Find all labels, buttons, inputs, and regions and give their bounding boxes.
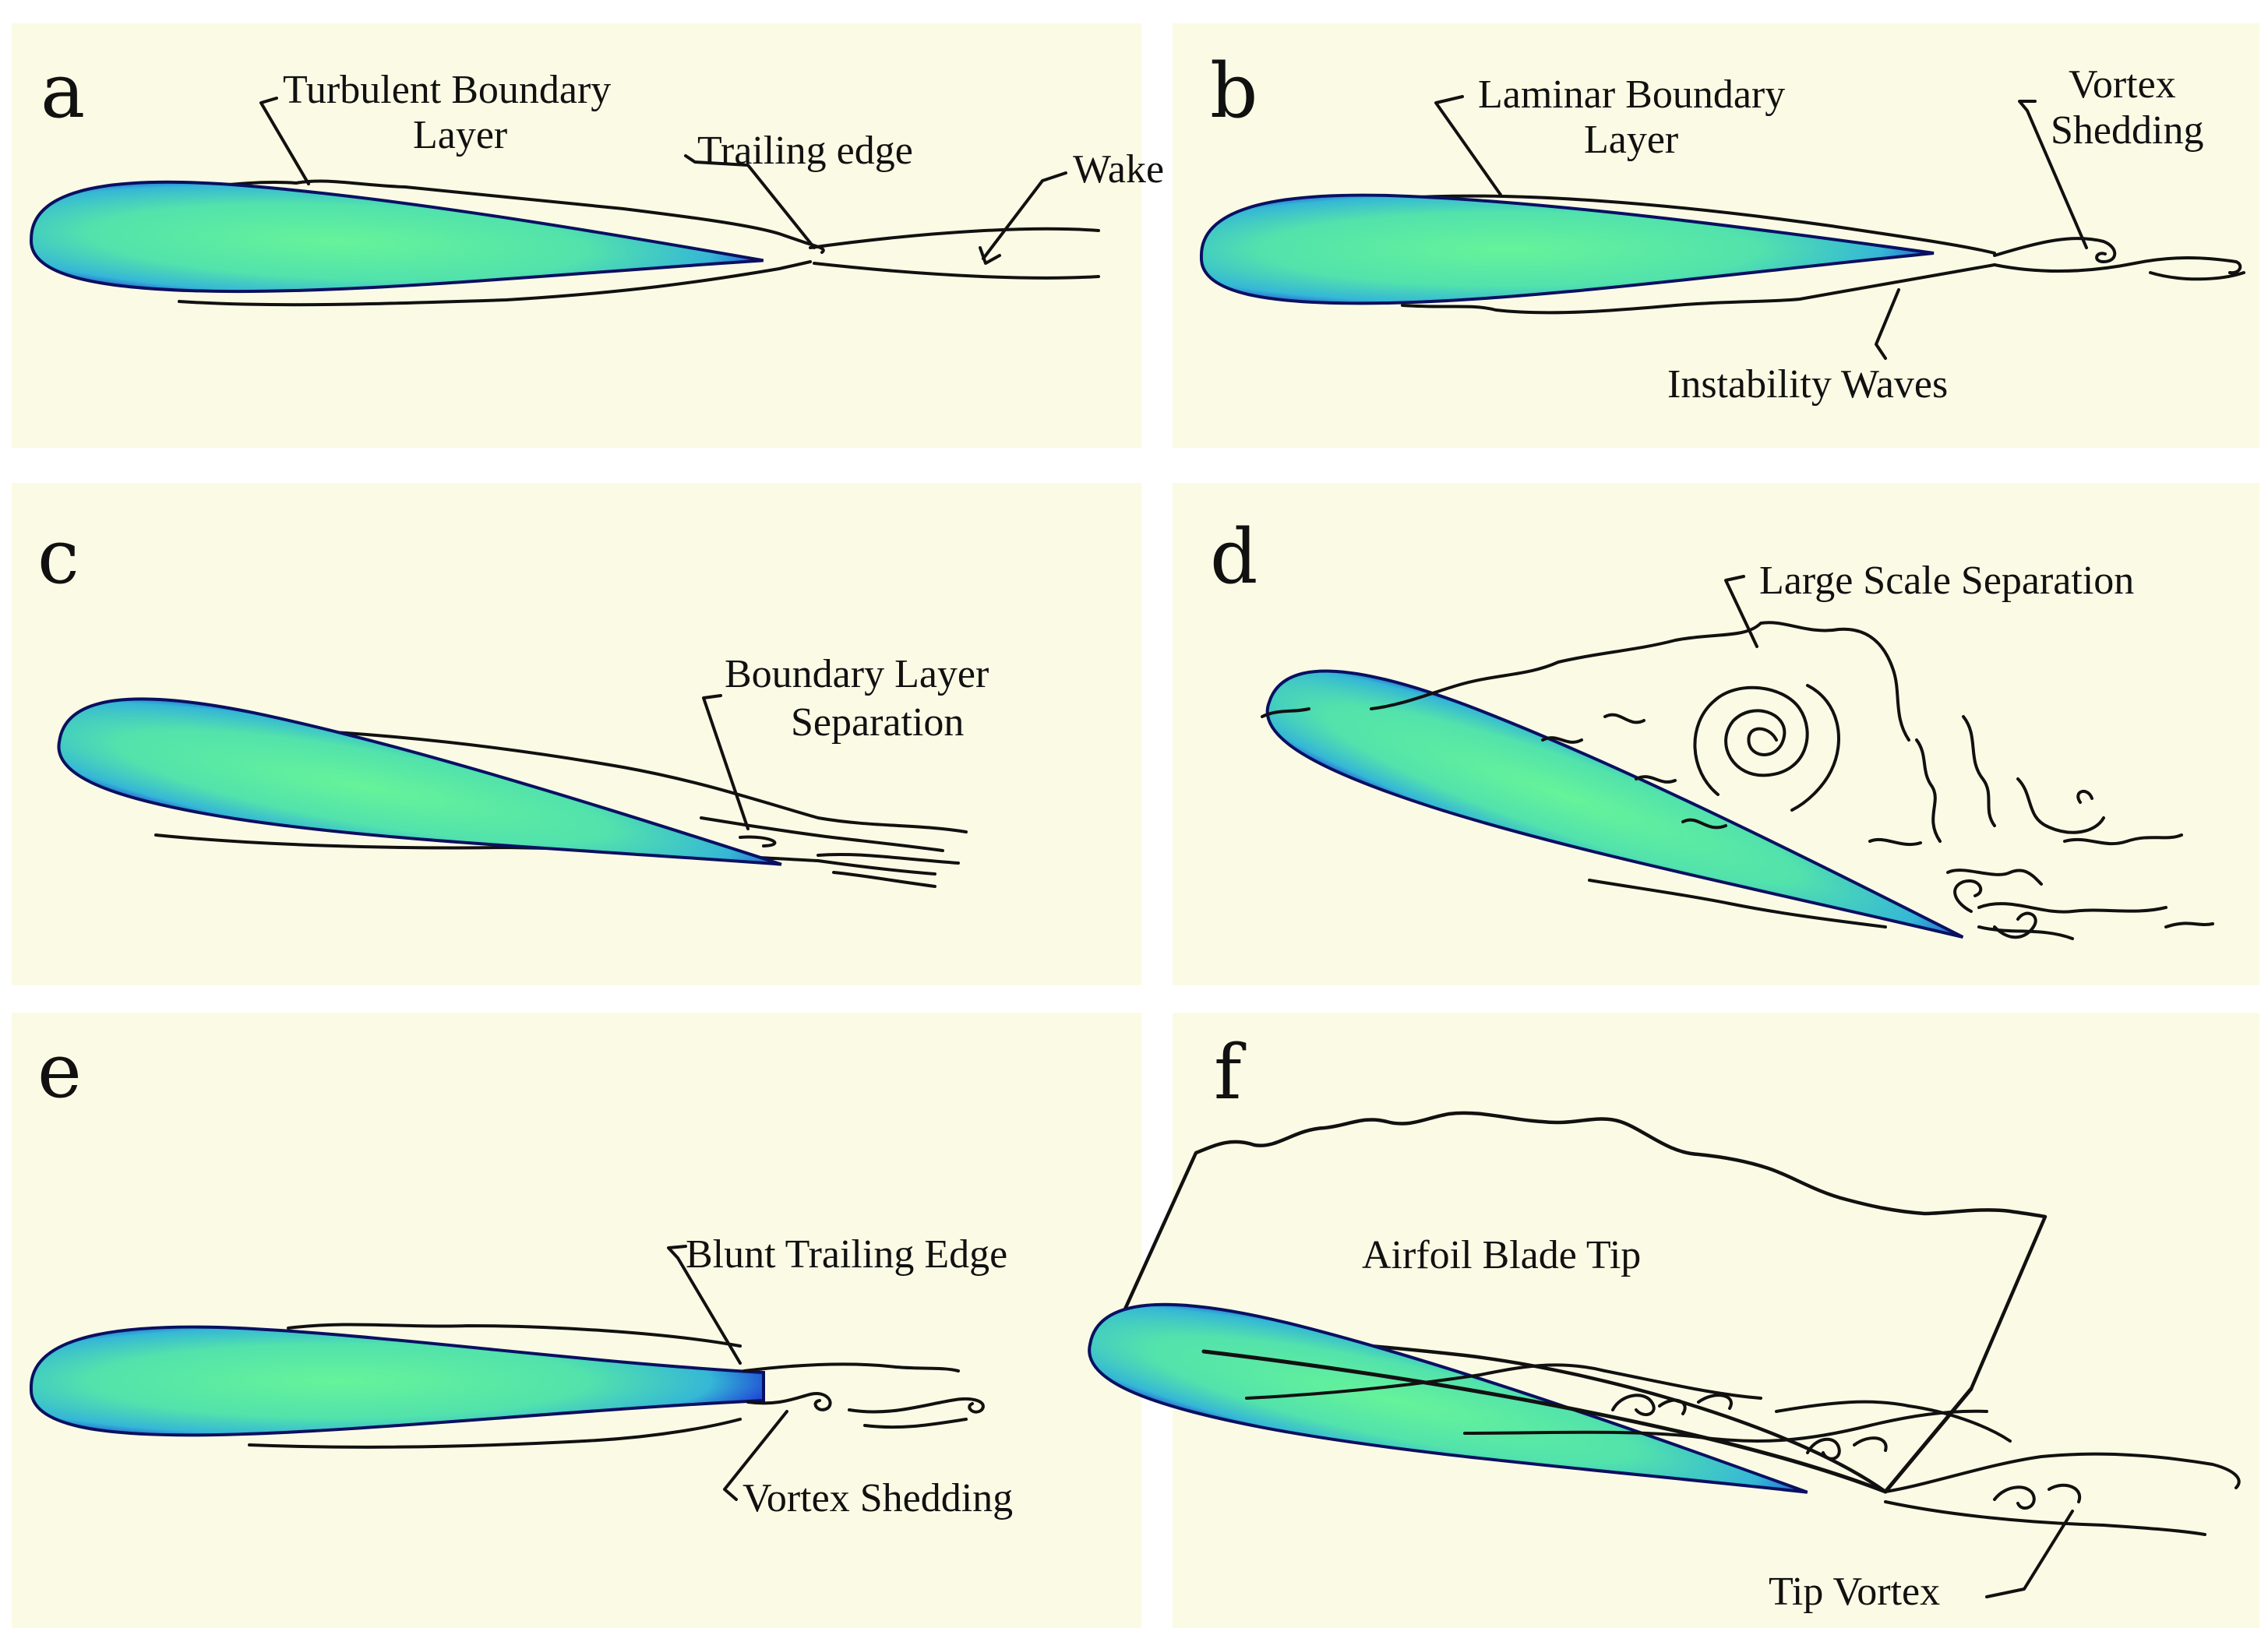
blunt-wake-vortices [742, 1362, 985, 1429]
separation-leader-line [702, 694, 750, 830]
separation-eddies [1541, 713, 2214, 940]
panel-letter: d [1210, 513, 1257, 601]
vortex-shedding-label-line1: Vortex [2069, 62, 2176, 107]
panel-e: e Blunt Trailing Edge Vortex Shedding [12, 1013, 1141, 1628]
panel-b: b Laminar Boundary Layer Vortex Shedding… [1173, 23, 2259, 448]
vortex-shedding-leader-line [2018, 100, 2088, 249]
large-scale-separation-leader-line [1724, 575, 1758, 648]
panel-a: a Turbulent Boundary Layer Trailing edge… [12, 23, 1164, 448]
blade-edge-line [1201, 1349, 1973, 1494]
laminar-boundary-label-line2: Layer [1584, 118, 1678, 162]
trailing-edge-leader-line [684, 154, 816, 249]
trailing-edge-label: Trailing edge [697, 129, 913, 173]
panel-c: c Boundary Layer Separation [12, 483, 1141, 985]
panel-letter: e [37, 1027, 82, 1115]
wake-leader-line [979, 171, 1067, 265]
turbulent-boundary-layer-line [178, 179, 825, 307]
instability-waves-leader-line [1875, 288, 1900, 360]
wake-line [809, 227, 1100, 280]
separation-label-line2: Separation [791, 700, 964, 745]
tip-vortex-leader-line [1985, 1510, 2074, 1598]
tip-vortex-wake [1245, 1363, 2241, 1536]
trailing-edge-vortices-d [1953, 879, 2037, 939]
panel-d: d Large Scale Separation [1173, 483, 2259, 986]
laminar-boundary-layer-line [1401, 194, 1996, 315]
separation-envelope [1261, 621, 1910, 928]
panel-f: f Airfoil Blade Tip Tip Vortex [1078, 1013, 2259, 1628]
blunt-trailing-edge-leader-line [667, 1245, 742, 1365]
blade-tip-sheet [1113, 1111, 2048, 1494]
vortex-shedding-label-line2: Shedding [2051, 108, 2203, 153]
vortex-shedding-e-label: Vortex Shedding [742, 1476, 1013, 1520]
large-vortex-spiral [1693, 684, 1840, 812]
wake-label: Wake [1073, 147, 1164, 192]
vortex-shedding-e-leader-line [723, 1410, 788, 1501]
tip-vortex-curls [1611, 1394, 2082, 1510]
turbulent-boundary-label-line2: Layer [413, 113, 507, 157]
airfoil-blade-tip-label: Airfoil Blade Tip [1362, 1233, 1641, 1277]
laminar-boundary-label-line1: Laminar Boundary [1478, 72, 1785, 117]
panel-letter: a [41, 48, 85, 135]
laminar-leader-line [1434, 95, 1502, 196]
turbulent-leader-line [259, 97, 310, 185]
tip-vortex-label: Tip Vortex [1769, 1570, 1940, 1614]
large-scale-separation-label: Large Scale Separation [1759, 558, 2134, 603]
panel-letter: c [37, 513, 79, 601]
vortex-shedding-wake [1993, 237, 2245, 281]
instability-waves-label: Instability Waves [1667, 362, 1948, 407]
separation-label-line1: Boundary Layer [725, 652, 989, 696]
blunt-trailing-edge-label: Blunt Trailing Edge [686, 1232, 1007, 1277]
blunt-boundary-layer-line [248, 1323, 742, 1449]
turbulent-boundary-label-line1: Turbulent Boundary [283, 68, 611, 112]
panel-e-background [12, 1013, 1141, 1628]
panel-letter: b [1210, 48, 1257, 135]
panel-letter: f [1214, 1029, 1247, 1116]
